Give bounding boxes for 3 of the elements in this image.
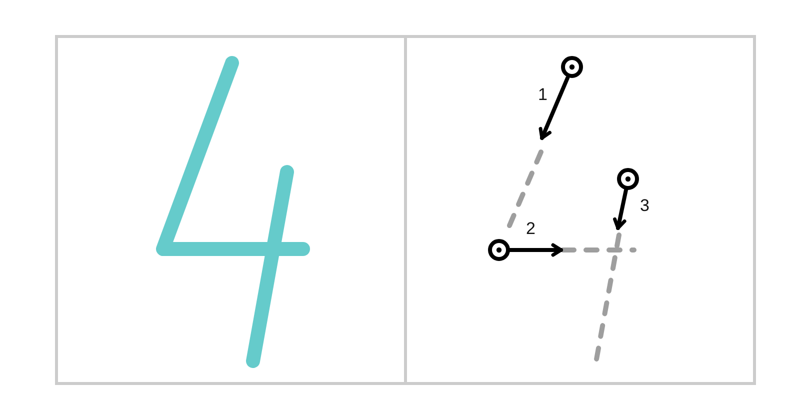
step-number: 3 [640,197,650,214]
step-number: 2 [526,220,536,237]
step-number: 1 [538,86,548,103]
